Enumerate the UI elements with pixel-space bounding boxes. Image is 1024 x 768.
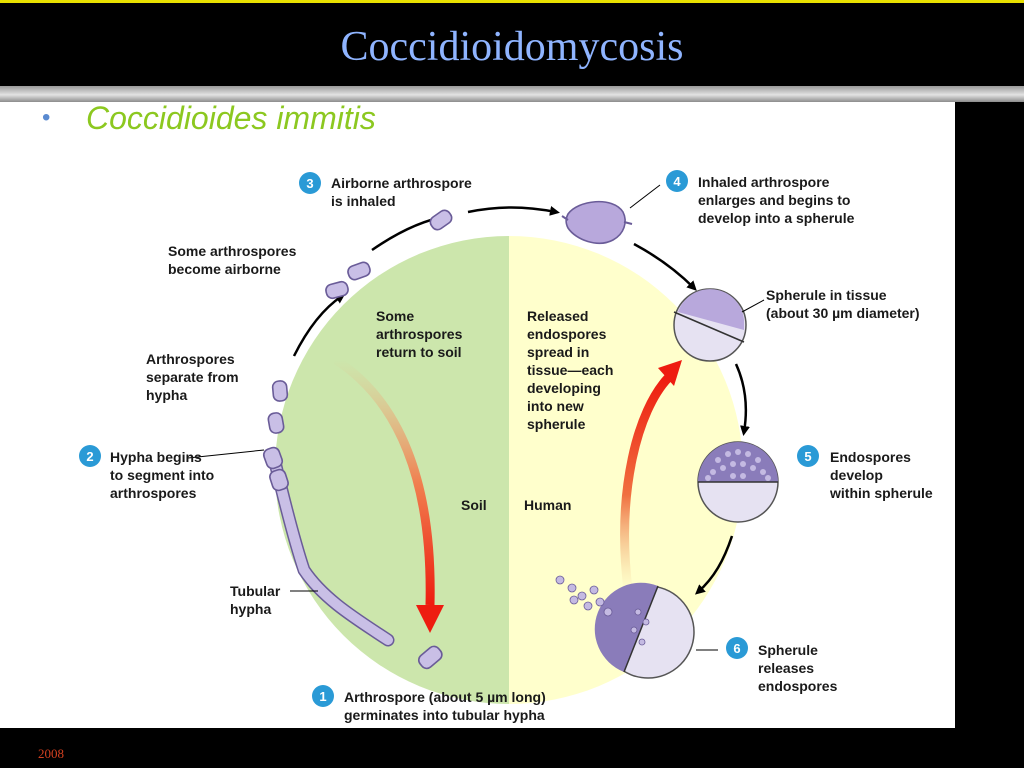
svg-text:3: 3 [306,176,313,191]
arthrospore [325,280,349,300]
step-badge-1: 1 [312,685,334,707]
step-2-label: Hypha begins to segment into arthrospore… [110,449,218,501]
return-to-soil-label: Some arthrospores return to soil [376,308,466,360]
tubular-hypha-fill [269,453,393,645]
arthrospore-tip [623,221,633,225]
soil-label: Soil [461,497,487,513]
return-to-soil-arrow [333,356,435,606]
step-badge-4: 4 [666,170,688,192]
return-to-soil-arrowhead [416,605,444,633]
spherule-divider [623,585,659,673]
cycle-arrow-endospores [734,363,750,436]
hypha-segment [269,468,289,492]
step-4-label: Inhaled arthrospore enlarges and begins … [698,174,855,226]
releasing-endospore-mass [594,582,658,672]
footer-year: 2008 [38,746,64,761]
svg-text:5: 5 [804,449,811,464]
arthrospores-separate-label: Arthrospores separate from hypha [146,351,242,403]
step-badge-6: 6 [726,637,748,659]
svg-text:6: 6 [733,641,740,656]
left-margin [0,102,68,728]
endospore-mass [698,442,778,482]
step-1-label: Arthrospore (about 5 µm long) germinates… [344,689,550,723]
leader-line [187,449,265,459]
cycle-arrow-airborne [292,293,346,357]
endospore-dots [705,449,771,481]
title-divider [0,86,1024,102]
bullet-text: Coccidioides immitis [86,100,376,136]
footer-bar [0,728,1024,768]
spherule-cytoplasm [678,289,744,330]
tubular-hypha-label: Tubular hypha [230,583,284,617]
title-bar [0,0,1024,86]
step-badge-3: 3 [299,172,321,194]
released-endospores [555,575,650,646]
arthrospore [429,209,453,231]
cycle-arrow-inhaled [467,205,560,216]
arthrospore-tip [561,215,569,221]
right-margin [955,102,1024,728]
step-badge-2: 2 [79,445,101,467]
bullet-marker: • [42,104,51,131]
leader-line [629,184,661,209]
step-6-label: Spherule releases endospores [758,642,838,694]
life-cycle-diagram: 1 2 3 4 5 6 Arthrospore (about 5 µm long… [79,170,933,723]
become-airborne-label: Some arthrospores become airborne [168,243,300,277]
enlarging-arthrospore [565,200,626,244]
spherule-in-tissue-label: Spherule in tissue (about 30 µm diameter… [766,287,920,321]
svg-text:4: 4 [673,174,681,189]
arthrospore [347,261,371,281]
svg-text:2: 2 [86,449,93,464]
hypha-segment [262,446,284,470]
step-5-label: Endospores develop within spherule [829,449,933,501]
arthrospore [271,380,289,402]
cycle-arrow-release [694,535,734,595]
step-3-label: Airborne arthrospore is inhaled [331,175,476,209]
leader-line [741,299,765,313]
svg-text:1: 1 [319,689,326,704]
arthrospore [267,412,285,434]
released-endospores-label: Released endospores spread in tissue—eac… [527,308,617,432]
endospore-spread-arrow [620,374,672,591]
human-label: Human [524,497,571,513]
endospore-spread-arrowhead [658,360,682,386]
step-badge-5: 5 [797,445,819,467]
slide-title: Coccidioidomycosis [340,24,684,70]
arthrospore-germinating [417,645,443,670]
spherule-membrane [673,311,745,343]
cycle-arrow-spherule [633,242,697,291]
